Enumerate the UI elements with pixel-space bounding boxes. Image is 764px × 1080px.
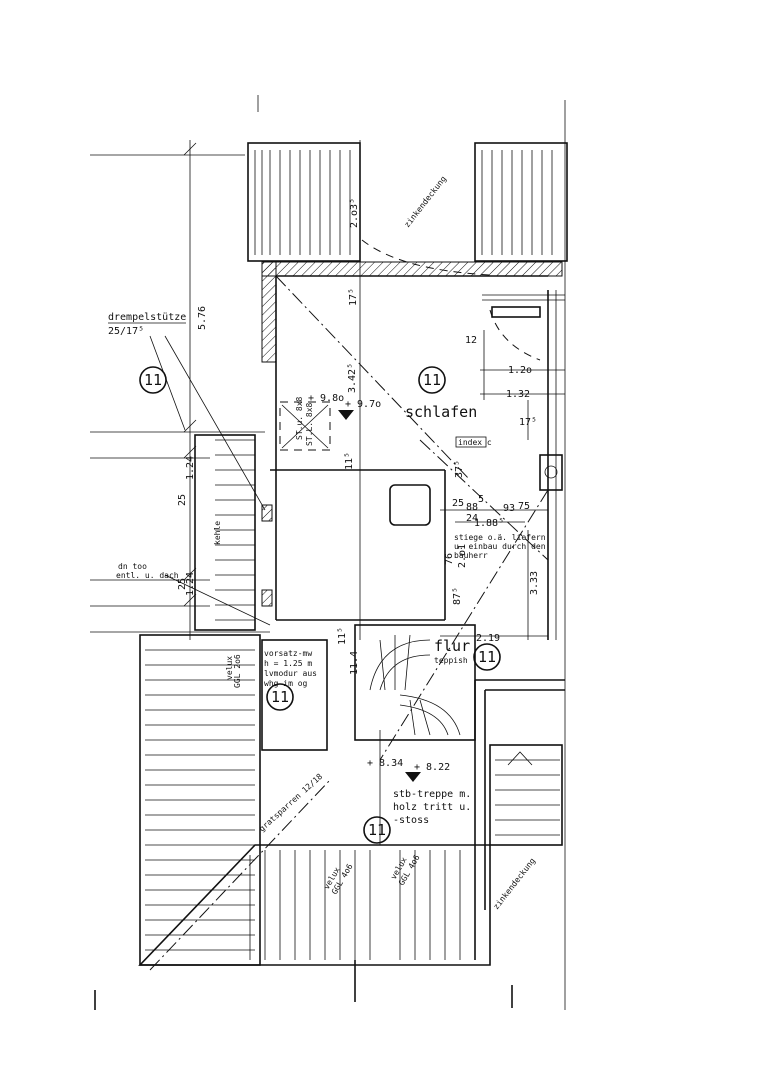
- roof-bottom: [138, 844, 491, 966]
- dim-2035: 2.o3⁵: [349, 198, 360, 228]
- dn-note-2: entl. u. dach: [116, 571, 179, 580]
- vorsatz-note-1: vorsatz-mw: [264, 649, 312, 658]
- dim-201: 2.o1: [457, 544, 468, 568]
- dim-3775: 37⁵: [454, 460, 465, 478]
- dim-132: 1.32: [506, 389, 530, 400]
- zink-label-top: zinkendeckung: [402, 174, 448, 229]
- kehle-label: kehle: [213, 521, 222, 545]
- roof-bottom-right: [489, 744, 563, 846]
- velux-a-1: velux: [225, 656, 234, 680]
- elev-834: + 8.34: [367, 758, 403, 769]
- stiege-note-2: u. einbau durch den: [454, 542, 546, 551]
- stb-note-2: holz tritt u.: [393, 802, 471, 813]
- floor-material-label: teppish: [434, 656, 468, 665]
- svg-text:11: 11: [271, 688, 289, 706]
- stb-note-1: stb-treppe m.: [393, 789, 471, 800]
- dim-115b: 11⁵: [337, 627, 348, 645]
- room-marker-1: 11: [139, 366, 167, 394]
- dim-115: 11⁵: [344, 452, 355, 470]
- velux-a-2: GGL 2o6: [233, 654, 242, 688]
- svg-text:11: 11: [368, 821, 386, 839]
- drempel-title: drempelstütze: [108, 312, 186, 323]
- roof-top-left: [247, 142, 361, 262]
- dim-188: 1.88⁵: [474, 518, 504, 529]
- dim-76: 76: [444, 553, 455, 565]
- room-marker-3: 11: [473, 643, 501, 671]
- dim-576: 5.76: [197, 306, 208, 330]
- room-marker-2: 11: [418, 366, 446, 394]
- gratsparren-label: gratsparren 12/18: [257, 772, 324, 834]
- dim-124a: 1.24: [185, 456, 196, 480]
- dim-875: 87⁵: [452, 587, 463, 605]
- room-label-flur: flur: [434, 637, 470, 655]
- dim-24: 24: [466, 513, 478, 524]
- drempel-dim: 25/17⁵: [108, 326, 144, 337]
- elev-822: + 8.22: [414, 762, 450, 773]
- dim-114: 11.4: [349, 651, 360, 675]
- dim-120: 1.2o: [508, 365, 532, 376]
- dim-175: 17⁵: [348, 288, 359, 306]
- dim-88: 88: [466, 502, 478, 513]
- room-marker-5: 11: [363, 816, 391, 844]
- svg-text:11: 11: [423, 371, 441, 389]
- kamin-label-2: ST.L. 8x8: [305, 402, 314, 446]
- dim-219: 2.19: [476, 633, 500, 644]
- dim-3425: 3.42⁵: [347, 363, 358, 393]
- dim-25c: 25: [452, 498, 464, 509]
- dim-333: 3.33: [529, 571, 540, 595]
- zink-label-bottom: zinkendeckung: [491, 856, 537, 911]
- dim-12: 12: [465, 335, 477, 346]
- left-stair: [194, 434, 256, 631]
- room-marker-4: 11: [266, 683, 294, 711]
- stb-note-3: -stoss: [393, 815, 429, 826]
- room-walls: [270, 275, 557, 640]
- roof-bottom-left: [139, 634, 261, 966]
- vorsatz-note-3: lvmodur aus: [264, 669, 317, 678]
- dn-note-1: dn too: [118, 562, 147, 571]
- room-label-schlafen: schlafen: [405, 403, 477, 421]
- elev-970: + 9.7o: [345, 399, 381, 410]
- dim-5: 5: [478, 494, 484, 505]
- roof-top-right: [474, 142, 568, 262]
- elev-980: + 9.8o: [308, 393, 344, 404]
- index-label: index c: [458, 438, 492, 447]
- dim-25b: 25: [177, 578, 188, 590]
- vorsatz-note-2: h = 1.25 m: [264, 659, 312, 668]
- dim-93: 93: [503, 503, 515, 514]
- kamin-label-1: ST.u. 8x8: [295, 396, 304, 440]
- svg-text:11: 11: [144, 371, 162, 389]
- stiege-note-1: stiege o.ä. liefern: [454, 533, 546, 542]
- vorsatz-note-4: whg im og: [264, 679, 308, 688]
- stiege-note-3: bauherr: [454, 551, 488, 560]
- dim-75: 75: [518, 501, 530, 512]
- dim-124b: 1.24: [185, 572, 196, 596]
- dim-25: 25: [177, 494, 188, 506]
- svg-text:11: 11: [478, 648, 496, 666]
